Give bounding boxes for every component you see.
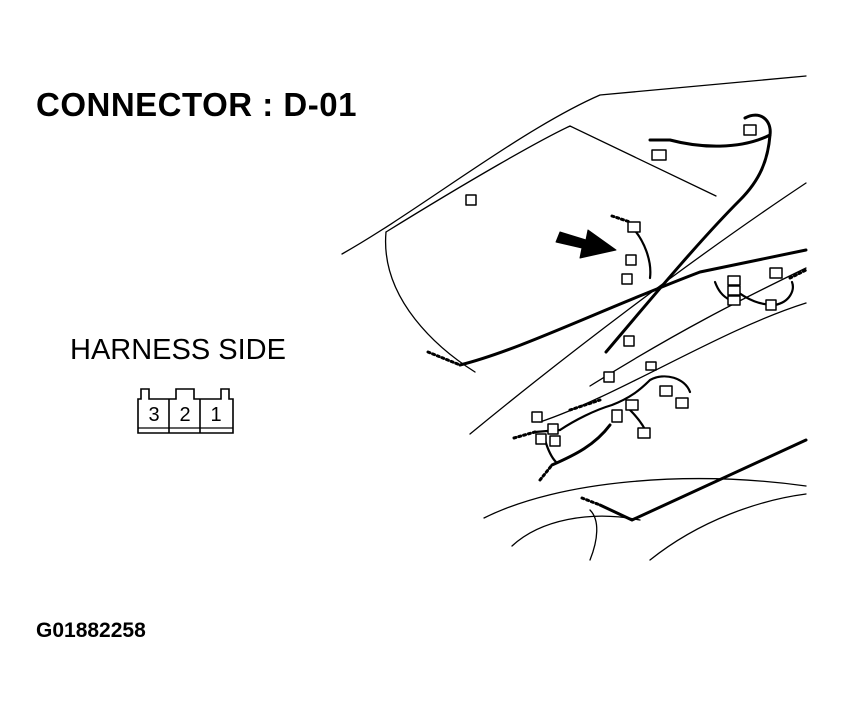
dashed-wire (426, 214, 808, 507)
connector-block (765, 299, 777, 311)
connector-block (727, 275, 741, 286)
location-arrow (555, 229, 617, 259)
connector-face-diagram: 3 2 1 (137, 388, 234, 434)
connector-block (727, 295, 741, 306)
connector-block (651, 149, 667, 161)
connector-block (743, 124, 757, 136)
pin-number: 3 (148, 404, 159, 426)
wire-harness (458, 113, 808, 522)
connector-block (623, 335, 635, 347)
connector-block (535, 433, 547, 445)
connector-block (659, 385, 673, 397)
harness-connectors (465, 124, 783, 447)
connector-block (625, 254, 637, 266)
pin-number: 2 (179, 404, 190, 426)
connector-block (727, 285, 741, 296)
connector-block (549, 435, 561, 447)
pin-number: 1 (210, 404, 221, 426)
connector-block (465, 194, 477, 206)
connector-block (675, 397, 689, 409)
target-connector (627, 221, 641, 233)
connector-block (611, 409, 623, 423)
figure-id: G01882258 (36, 619, 146, 642)
connector-outline (137, 388, 234, 434)
connector-block (769, 267, 783, 279)
connector-block (645, 361, 657, 371)
connector-block (547, 423, 559, 435)
harness-side-label: HARNESS SIDE (70, 334, 286, 366)
connector-block (603, 371, 615, 383)
connector-block (625, 399, 639, 411)
connector-block (531, 411, 543, 423)
car-body-outline (341, 75, 807, 561)
connector-block (621, 273, 633, 285)
connector-title: CONNECTOR : D-01 (36, 86, 357, 123)
connector-block (637, 427, 651, 439)
